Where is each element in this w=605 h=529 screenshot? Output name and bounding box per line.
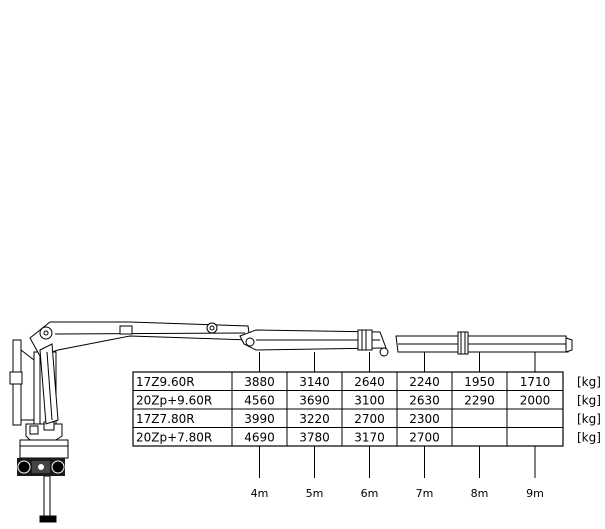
unit-label: [kg] [577, 393, 601, 407]
distance-labels: 4m 5m 6m 7m 8m 9m [251, 487, 544, 500]
load-value: 3140 [299, 375, 330, 389]
unit-label: [kg] [577, 430, 601, 444]
load-value: 3100 [354, 393, 385, 407]
load-value: 2630 [409, 393, 440, 407]
load-value: 4690 [244, 430, 275, 444]
model-label: 17Z9.60R [136, 375, 195, 389]
unit-label: [kg] [577, 375, 601, 389]
distance-label: 4m [251, 487, 269, 500]
load-value: 3170 [354, 430, 385, 444]
crane-base [9, 339, 69, 523]
outer-boom [239, 329, 573, 357]
table-row: 17Z9.60R 3880 3140 2640 2240 1950 1710 [kg] [136, 375, 601, 389]
load-value: 3880 [244, 375, 275, 389]
table-row: 17Z7.80R 3990 3220 2700 2300 [kg] [136, 412, 601, 426]
table-row: 20Zp+9.60R 4560 3690 3100 2630 2290 2000 [kg] [136, 393, 601, 407]
load-value: 3780 [299, 430, 330, 444]
table-row: 20Zp+7.80R 4690 3780 3170 2700 [kg] [136, 430, 601, 444]
load-value: 2700 [354, 412, 385, 426]
model-label: 20Zp+7.80R [136, 430, 212, 444]
load-value: 2290 [464, 393, 495, 407]
distance-label: 8m [471, 487, 489, 500]
unit-label: [kg] [577, 412, 601, 426]
distance-label: 7m [416, 487, 434, 500]
model-label: 17Z7.80R [136, 412, 195, 426]
load-value: 4560 [244, 393, 275, 407]
load-value: 2640 [354, 375, 385, 389]
distance-label: 5m [306, 487, 324, 500]
distance-tick-lines [259, 352, 536, 478]
load-value: 2000 [520, 393, 551, 407]
load-value: 3690 [299, 393, 330, 407]
load-value: 3990 [244, 412, 275, 426]
distance-label: 9m [526, 487, 544, 500]
load-value: 1950 [464, 375, 495, 389]
base-mechanism [17, 458, 65, 476]
load-value: 1710 [520, 375, 551, 389]
load-value: 2300 [409, 412, 440, 426]
inner-boom [29, 321, 251, 425]
distance-label: 6m [361, 487, 379, 500]
load-value: 2240 [409, 375, 440, 389]
load-value: 3220 [299, 412, 330, 426]
model-label: 20Zp+9.60R [136, 393, 212, 407]
load-value: 2700 [409, 430, 440, 444]
